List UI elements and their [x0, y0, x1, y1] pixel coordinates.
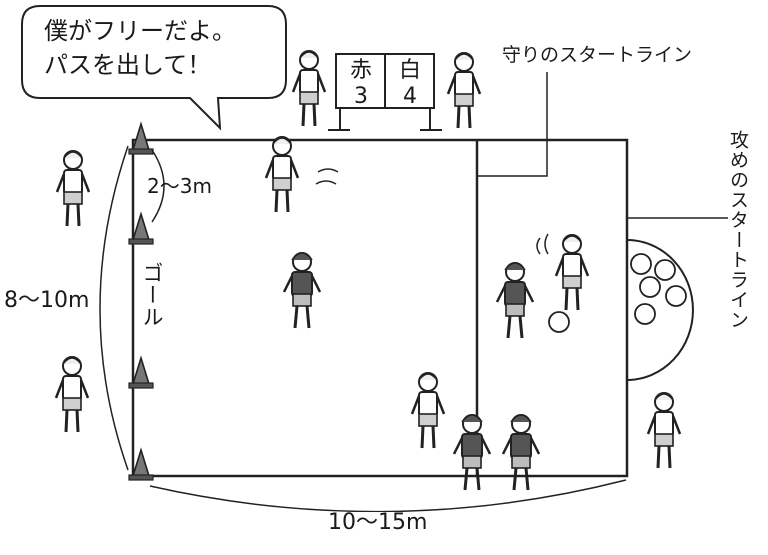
speech-line-2: パスを出して！	[44, 51, 212, 79]
red-label: 赤	[349, 58, 372, 83]
defense-start-line-label: 守りのスタートライン	[502, 44, 693, 66]
attack-ball-area	[626, 239, 694, 381]
ball	[548, 311, 570, 333]
speech-bubble	[21, 5, 287, 131]
child-waiting-attacker	[646, 391, 682, 470]
length-arc	[149, 479, 627, 513]
cone-spacing-arc	[151, 149, 165, 223]
child-spectator-left-bottom	[54, 355, 90, 434]
child-defender-bottom-2	[501, 413, 541, 492]
motion-lines	[536, 233, 549, 255]
width-arc	[99, 145, 129, 471]
child-spectator-left-top	[55, 149, 91, 228]
length-label: 10～15m	[324, 512, 432, 534]
motion-lines	[315, 168, 339, 185]
defense-start-line-leader	[477, 72, 548, 177]
goal-label: ゴール	[140, 262, 164, 328]
score-white: 白 4	[389, 58, 431, 110]
speech-line-1: 僕がフリーだよ。	[44, 17, 236, 45]
child-defender-center	[282, 251, 322, 330]
white-label: 白	[398, 58, 421, 83]
child-scorekeeper-right	[446, 51, 482, 130]
ball-group	[630, 253, 687, 325]
white-score: 4	[403, 84, 417, 109]
speech-bubble-text: 僕がフリーだよ。 パスを出して！	[44, 14, 236, 82]
child-defender-right	[495, 261, 535, 340]
red-score: 3	[354, 84, 368, 109]
child-attacker-dribbling	[554, 233, 590, 312]
child-free-attacker	[264, 135, 300, 214]
child-attacker-bottom	[410, 371, 446, 450]
scoreboard	[328, 53, 442, 131]
child-scorekeeper-left	[291, 49, 327, 128]
score-red: 赤 3	[340, 58, 382, 110]
width-label: 8～10m	[4, 288, 90, 313]
court-outline	[131, 138, 629, 478]
cone-spacing-label: 2～3m	[147, 174, 212, 198]
child-defender-bottom-1	[452, 413, 492, 492]
attack-start-line-label: 攻めのスタートライン	[727, 130, 749, 330]
